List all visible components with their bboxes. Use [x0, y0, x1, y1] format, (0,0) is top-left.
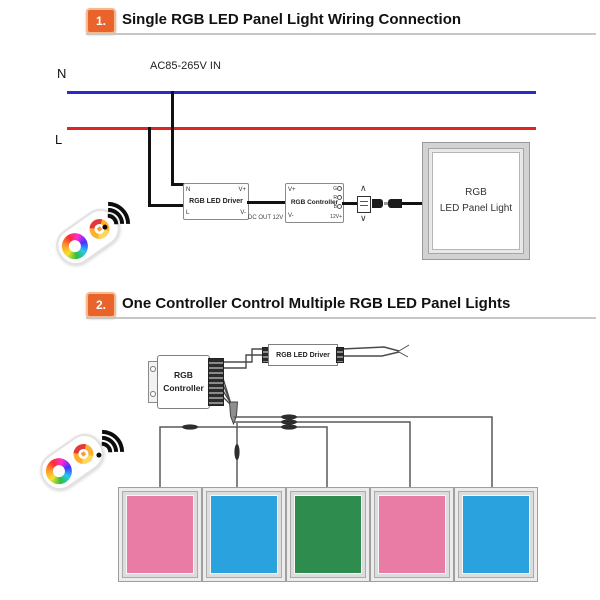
neutral-line-label: N [57, 66, 67, 81]
panel-light-face: RGB LED Panel Light [432, 152, 520, 250]
neutral-wire [67, 91, 536, 94]
live-drop-wire-elbow [148, 204, 184, 207]
controller-pin-b: B [334, 204, 342, 210]
connector-arrow-up: ∧ [360, 183, 367, 193]
rgb-panel-1 [118, 487, 202, 582]
rgb-controller-box: V+ V- RGB Controller G R B 12V+ [285, 183, 344, 223]
controller-pin-12v: 12V+ [330, 214, 342, 220]
driver-pin-vplus: V+ [238, 187, 246, 193]
rgb-led-driver-box: N L V+ V- RGB LED Driver [183, 183, 249, 220]
neutral-drop-wire-elbow [171, 183, 184, 186]
live-wire [67, 127, 536, 130]
section2-number-badge: 2. [86, 292, 116, 318]
pin-b-label: B [333, 204, 337, 210]
rgb-led-panel-light: RGB LED Panel Light [422, 142, 530, 260]
pin-b-dot [337, 204, 342, 210]
dc-jack-connector [357, 196, 371, 213]
controller-output-wire [342, 202, 358, 205]
controller2-screw-hole-1 [150, 366, 156, 372]
rgb-panel-2 [202, 487, 286, 582]
plug-gap [384, 202, 388, 205]
controller2-screw-hole-2 [150, 391, 156, 397]
wire-fan-to-driver [222, 348, 263, 369]
rgb-panel-5 [454, 487, 538, 582]
pin-g-dot [337, 186, 342, 192]
controller2-body: RGB Controller [157, 355, 210, 409]
dc-plug-female [388, 199, 402, 208]
rgb-panel-3 [286, 487, 370, 582]
dc-out-label: DC OUT 12V [248, 215, 284, 221]
driver-pin-n: N [186, 187, 191, 193]
pin-r-label: R [333, 195, 337, 201]
section1-divider [86, 33, 596, 35]
controller-pin-r: R [333, 195, 342, 201]
driver2-body: RGB LED Driver [268, 344, 338, 366]
distribution-bus [159, 416, 493, 487]
inline-connectors [182, 414, 297, 460]
rgb-panel-5-face [462, 495, 530, 574]
panel-light-text-line1: RGB [465, 187, 487, 198]
section1-number-badge: 1. [86, 8, 116, 34]
driver-pin-vminus: V- [240, 210, 246, 216]
pin-r-dot [337, 195, 342, 201]
controller-pin-vminus: V- [288, 213, 294, 219]
ac-input-label: AC85-265V IN [150, 60, 221, 72]
controller2-terminal-block [208, 358, 224, 406]
rgb-panel-4-face [378, 495, 446, 574]
controller2-label-line2: Controller [163, 383, 204, 393]
dc-plug-male [372, 199, 383, 208]
wifi-signal-icon-2 [70, 417, 138, 484]
rgb-panel-2-face [210, 495, 278, 574]
live-drop-wire [148, 127, 151, 207]
controller-pin-vplus: V+ [288, 187, 296, 193]
controller-pin-g: G [333, 186, 342, 192]
rgb-panel-1-face [126, 495, 194, 574]
section2-title: One Controller Control Multiple RGB LED … [122, 295, 511, 312]
wire-bundle-wrap [229, 401, 238, 426]
section1-title: Single RGB LED Panel Light Wiring Connec… [122, 11, 462, 28]
remote2-color-wheel-icon [40, 453, 77, 490]
neutral-drop-wire [171, 91, 174, 185]
driver-label: RGB LED Driver [189, 198, 243, 205]
pin-12v-label: 12V+ [330, 214, 342, 220]
driver2-label: RGB LED Driver [276, 351, 330, 359]
controller-label: RGB Controller [290, 199, 339, 206]
rgb-panel-4 [370, 487, 454, 582]
driver-pin-l: L [186, 210, 190, 216]
rgb-panel-3-face [294, 495, 362, 574]
panel-light-text-line2: LED Panel Light [439, 203, 513, 214]
controller2-label-line1: RGB [174, 370, 193, 381]
pin-g-label: G [333, 186, 337, 192]
dc-out-wire [247, 201, 285, 204]
connector-arrow-down: ∨ [360, 213, 367, 223]
driver2-right-terminal [336, 347, 344, 363]
live-line-label: L [55, 132, 63, 147]
wifi-signal-icon [76, 189, 144, 256]
panel-feed-wire [402, 202, 422, 205]
driver-ac-input-wires [341, 344, 410, 358]
section2-divider [86, 317, 596, 319]
